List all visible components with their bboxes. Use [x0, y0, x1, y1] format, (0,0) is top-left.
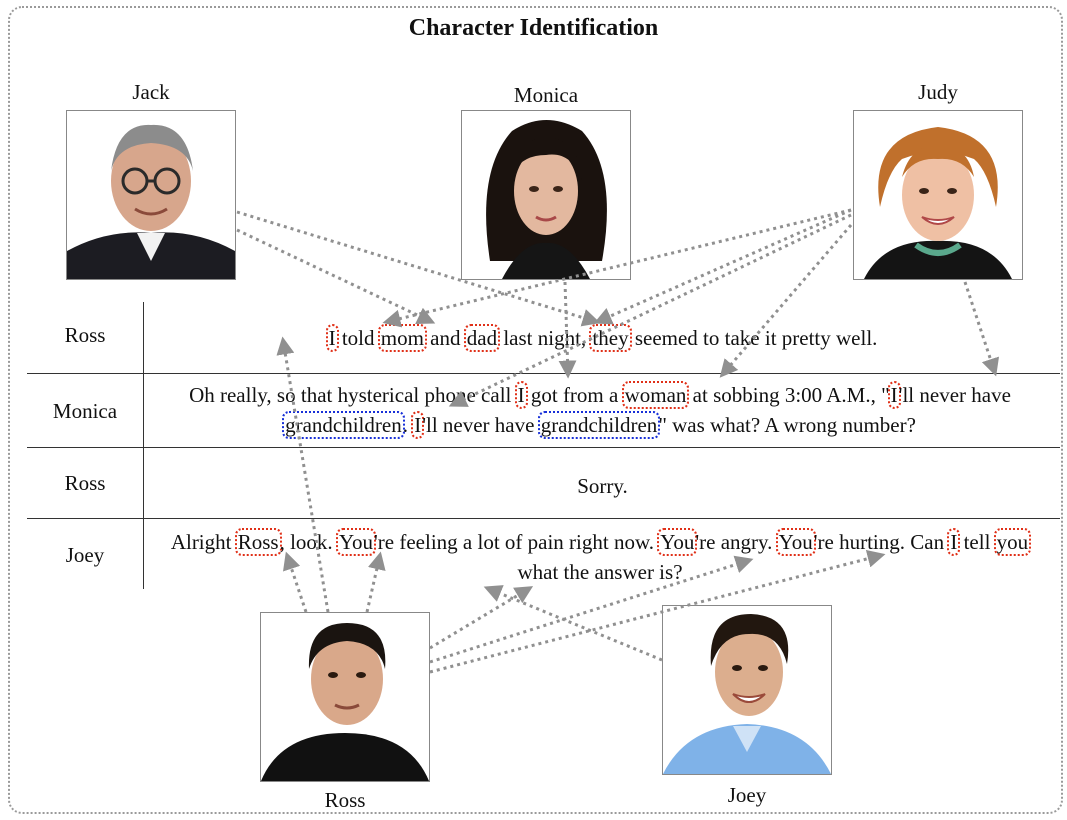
speaker-label: Ross — [64, 471, 106, 495]
coreference-arrow — [593, 208, 852, 325]
mention: You — [335, 528, 377, 556]
name-ross: Ross — [324, 788, 366, 812]
utterance-text: Sorry. — [577, 474, 628, 498]
utterance-text: , look. — [279, 530, 338, 554]
coreference-arrow — [236, 228, 436, 324]
utterance-text: seemed to take it pretty well. — [629, 326, 878, 350]
utterance-text: 're feeling a lot of pain right now. — [374, 530, 660, 554]
utterance-text: last night, — [498, 326, 592, 350]
utterance-text: 're angry. — [695, 530, 778, 554]
name-jack: Jack — [132, 80, 170, 104]
utterance-text: . — [402, 413, 414, 437]
figure-title: Character Identification — [408, 15, 659, 41]
mention: I — [887, 381, 901, 409]
speaker-label: Monica — [52, 399, 118, 423]
mention: Ross — [234, 528, 282, 556]
row-divider — [27, 447, 1060, 448]
column-divider — [143, 302, 144, 373]
figure-frame — [8, 6, 1063, 814]
coreference-arrow — [276, 336, 330, 613]
utterance: Sorry. — [150, 471, 1055, 501]
utterance-text: " was what? A wrong number? — [658, 413, 916, 437]
mention: I — [947, 528, 961, 556]
mention: you — [993, 528, 1032, 556]
row-divider — [27, 373, 1060, 374]
utterance-text: at sobbing 3:00 A.M., " — [687, 383, 890, 407]
plural-mention: grandchildren — [282, 411, 405, 439]
coreference-arrow — [429, 586, 534, 650]
monica-portrait — [461, 110, 631, 280]
coreference-arrow — [963, 281, 1000, 377]
utterance-text: and — [424, 326, 466, 350]
utterance-text: told — [336, 326, 380, 350]
utterance-text: tell — [958, 530, 996, 554]
name-monica: Monica — [513, 83, 579, 107]
mention: You — [775, 528, 816, 556]
coreference-arrow — [429, 549, 886, 674]
column-divider — [143, 448, 144, 518]
jack-portrait — [66, 110, 236, 280]
utterance-text: what the answer is? — [517, 560, 683, 584]
utterance-text: got from a — [525, 383, 624, 407]
column-divider — [143, 519, 144, 589]
mention: I — [411, 411, 425, 439]
coreference-arrow — [558, 281, 577, 379]
mention: mom — [377, 324, 427, 352]
coreference-arrow — [448, 213, 852, 407]
name-judy: Judy — [918, 80, 958, 104]
coreference-arrow — [382, 208, 852, 328]
speaker-label: Ross — [64, 323, 106, 347]
coreference-arrow — [719, 224, 853, 378]
utterance-text: Alright — [170, 530, 237, 554]
row-divider — [27, 518, 1060, 519]
utterance-text: 'll never have — [422, 413, 540, 437]
name-joey: Joey — [727, 783, 767, 807]
utterance: Alright Ross, look. You're feeling a lot… — [150, 527, 1050, 587]
mention: You — [657, 528, 698, 556]
mention: dad — [463, 324, 501, 352]
utterance-text: 'll never have — [898, 383, 1011, 407]
coreference-arrow — [429, 555, 754, 664]
speaker-label: Joey — [65, 543, 105, 567]
coreference-arrow — [236, 210, 601, 327]
coreference-arrow — [283, 551, 308, 613]
column-divider — [143, 374, 144, 447]
mention: I — [325, 324, 339, 352]
plural-mention: grandchildren — [537, 411, 661, 439]
joey-portrait — [662, 605, 832, 775]
mention: I — [514, 381, 528, 409]
ross-portrait — [260, 612, 430, 782]
coreference-arrow — [365, 551, 386, 613]
judy-portrait — [853, 110, 1023, 280]
mention: woman — [621, 381, 690, 409]
utterance: I told mom and dad last night, they seem… — [150, 323, 1055, 353]
